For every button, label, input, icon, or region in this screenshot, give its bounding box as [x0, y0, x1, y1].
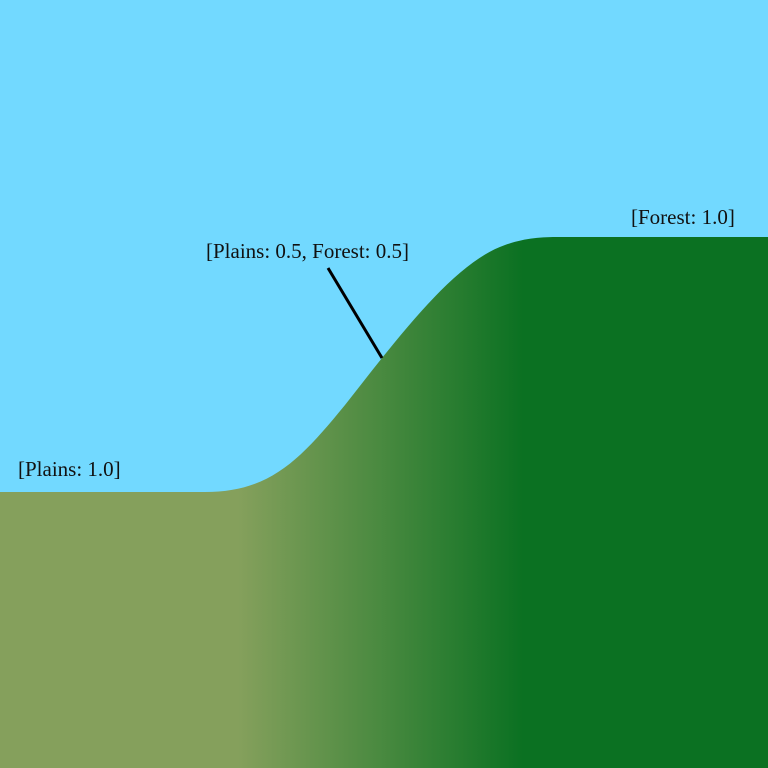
blend-weight-label: [Plains: 0.5, Forest: 0.5]: [206, 239, 409, 263]
plains-weight-label: [Plains: 1.0]: [18, 457, 121, 481]
forest-weight-label: [Forest: 1.0]: [631, 205, 735, 229]
terrain-hill: [0, 237, 768, 768]
blend-pointer-line: [326, 267, 384, 359]
